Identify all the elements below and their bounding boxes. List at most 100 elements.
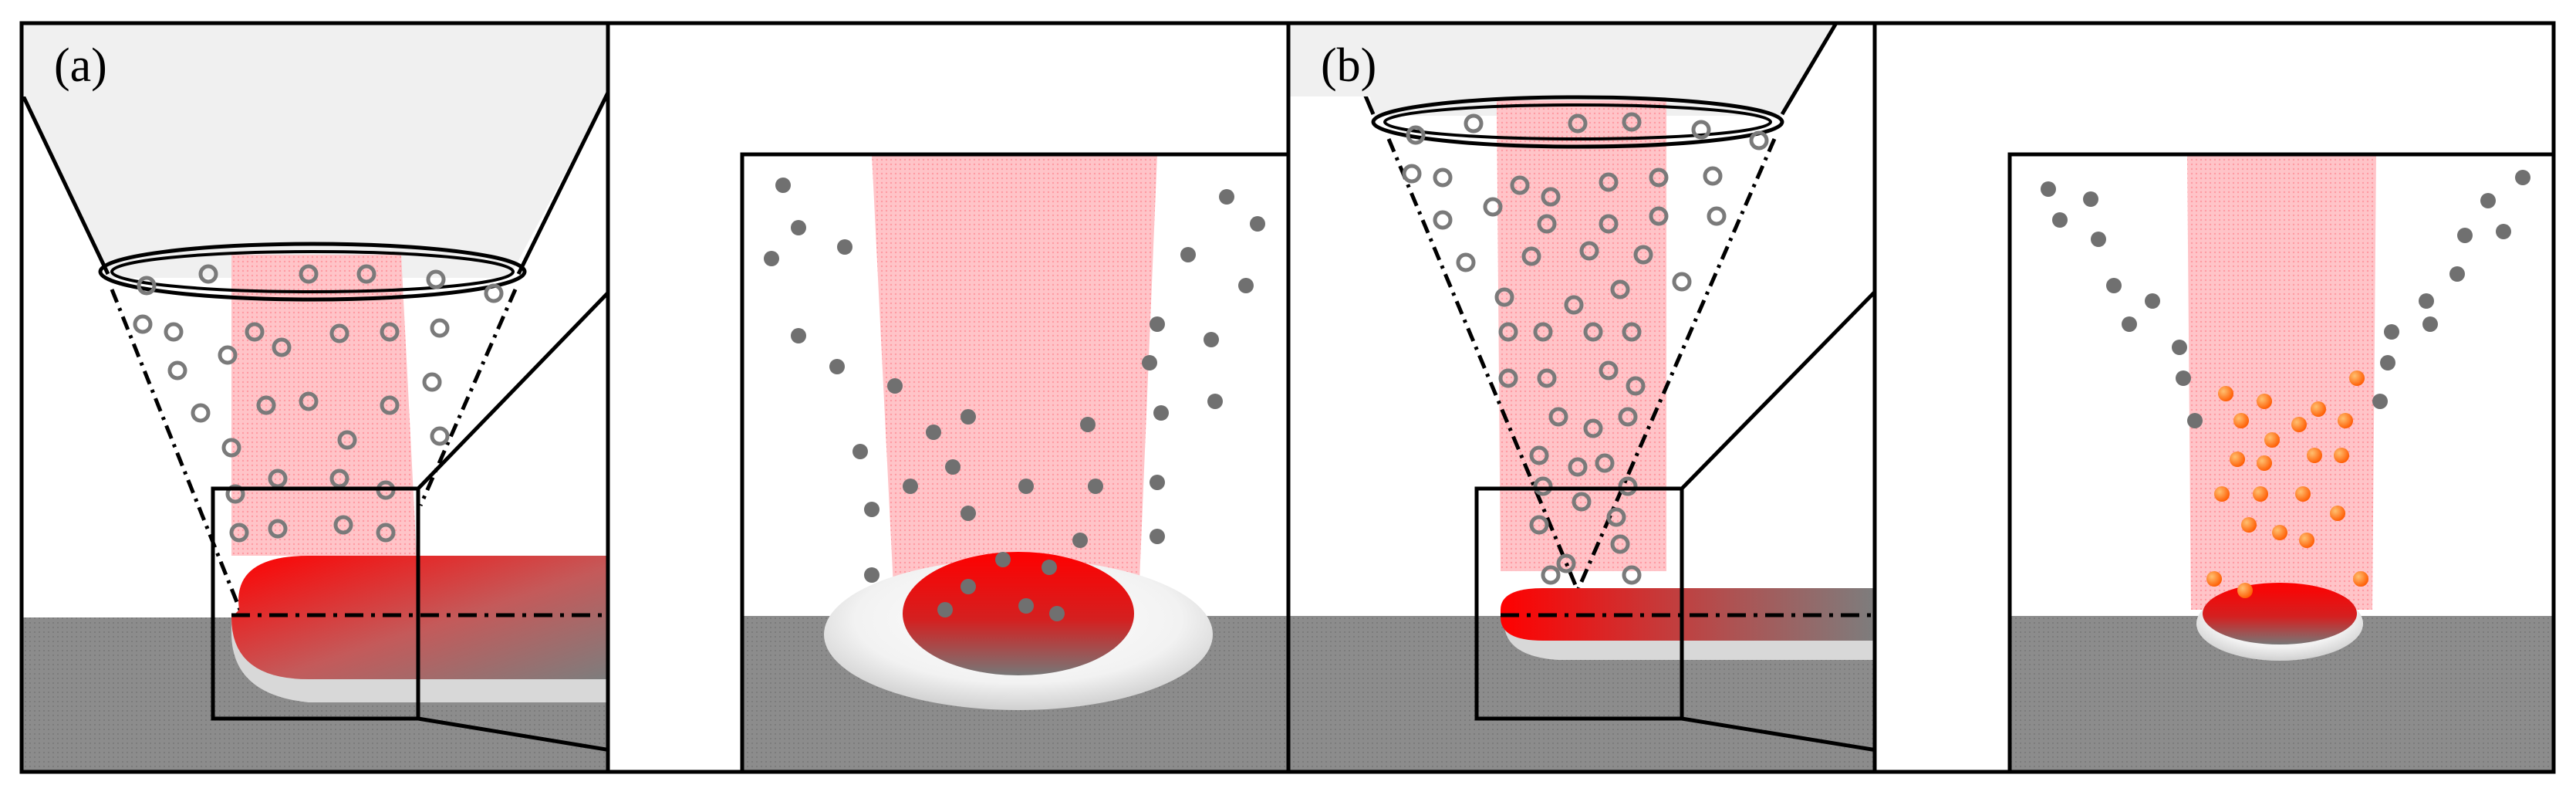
powder-particle-icon (1406, 125, 1426, 145)
powder-particle-icon (1150, 475, 1165, 490)
powder-particles-b-zoom (2041, 170, 2530, 428)
powder-particle-icon (1498, 368, 1518, 388)
powder-particle-icon (903, 479, 918, 494)
powder-particle-icon (337, 430, 357, 450)
powder-particle-icon (422, 372, 442, 392)
nozzle-ring-b (1371, 95, 1784, 149)
powder-particle-icon (1610, 534, 1630, 554)
powder-particle-icon (333, 515, 353, 535)
melt-pool-icon-b (2203, 583, 2357, 644)
powder-particle-icon (1142, 355, 1157, 370)
powder-particle-icon (2496, 224, 2511, 239)
powder-particle-icon (2272, 525, 2287, 540)
powder-particle-icon (1180, 247, 1196, 262)
powder-particle-icon (268, 519, 288, 539)
powder-particle-icon (218, 345, 238, 365)
powder-particle-icon (2091, 232, 2106, 247)
powder-particle-icon (1464, 113, 1484, 134)
powder-particle-icon (2480, 193, 2496, 208)
powder-particle-icon (2338, 413, 2353, 428)
powder-particle-icon (198, 264, 218, 284)
powder-particle-icon (1622, 322, 1642, 342)
panel-label-b: (b) (1321, 39, 1376, 92)
powder-particle-icon (1042, 560, 1057, 575)
powder-particle-icon (1080, 417, 1096, 432)
powder-particle-icon (430, 318, 450, 338)
powder-particle-icon (2176, 370, 2191, 386)
powder-particle-icon (1207, 394, 1223, 409)
zoom-box-b (1474, 486, 1684, 721)
powder-particle-icon (1088, 479, 1103, 494)
powder-particle-icon (1672, 272, 1692, 292)
powder-particle-icon (1537, 368, 1557, 388)
powder-particle-icon (1541, 187, 1561, 207)
powder-particle-icon (329, 469, 349, 489)
powder-particle-icon (380, 322, 400, 342)
powder-particle-icon (2419, 293, 2434, 309)
powder-particle-icon (2083, 191, 2098, 207)
powder-particle-icon (1749, 130, 1769, 151)
powder-particle-icon (775, 178, 791, 193)
powder-particle-icon (229, 523, 249, 543)
nozzle-cone-icon-b (1358, 23, 1836, 116)
powder-particle-icon (1610, 279, 1630, 299)
powder-particle-icon (2264, 432, 2280, 448)
powder-particle-icon (1498, 322, 1518, 342)
powder-particle-icon (1529, 445, 1549, 465)
powder-particle-icon (2106, 278, 2122, 293)
powder-particle-icon (2457, 228, 2473, 243)
powder-particle-icon (1494, 287, 1514, 307)
powder-particle-icon (2384, 324, 2399, 340)
powder-particle-icon (961, 579, 976, 594)
powder-particle-icon (864, 567, 879, 583)
powder-particle-icon (1018, 479, 1034, 494)
powder-particle-icon (2041, 181, 2056, 197)
powder-particles-b (1402, 112, 1769, 585)
powder-particle-icon (1238, 278, 1254, 293)
powder-particle-icon (167, 360, 187, 381)
powder-particle-icon (225, 484, 245, 504)
powder-particle-icon (1618, 407, 1638, 427)
powder-particle-icon (2349, 370, 2365, 386)
powder-particle-icon (2295, 486, 2311, 502)
powder-particle-icon (945, 459, 961, 475)
powder-particle-icon (926, 425, 941, 440)
powder-particle-icon (1572, 492, 1592, 512)
powder-particle-icon (2187, 413, 2203, 428)
powder-particle-icon (1433, 167, 1453, 188)
powder-particle-icon (137, 276, 157, 296)
powder-particle-icon (2257, 394, 2272, 409)
powder-particle-icon (1626, 376, 1646, 396)
zoom-box-a (211, 486, 420, 721)
powder-particle-icon (1583, 418, 1603, 438)
powder-particle-icon (1564, 295, 1584, 315)
powder-particle-icon (1537, 214, 1557, 234)
powder-particle-icon (2257, 455, 2272, 471)
powder-particle-icon (2311, 401, 2326, 417)
powder-particle-icon (2122, 316, 2137, 332)
powder-particle-icon (887, 378, 903, 394)
powder-particle-icon (791, 328, 806, 343)
nozzle-ring-a (98, 242, 527, 302)
powder-particle-icon (133, 314, 153, 334)
powder-particle-icon (191, 403, 211, 423)
powder-particle-icon (380, 395, 400, 415)
powder-particle-icon (1583, 322, 1603, 342)
panel-a-zoom (606, 21, 1291, 774)
powder-particle-icon (221, 438, 241, 458)
panel-a-nozzle-view: (a) (19, 21, 610, 774)
melt-pool-icon (903, 552, 1134, 675)
powder-particle-icon (1548, 407, 1568, 427)
powder-particle-icon (837, 239, 852, 255)
powder-particle-icon (1433, 210, 1453, 230)
powder-particle-icon (1533, 476, 1553, 496)
powder-particle-icon (1150, 316, 1165, 332)
powder-particle-icon (995, 552, 1011, 567)
powder-particle-icon (2206, 571, 2222, 587)
powder-particle-icon (2172, 340, 2187, 355)
powder-particle-icon (484, 283, 504, 303)
panel-b-zoom (1872, 21, 2556, 774)
powder-particle-icon (1456, 252, 1476, 272)
powder-particle-icon (1483, 197, 1503, 217)
